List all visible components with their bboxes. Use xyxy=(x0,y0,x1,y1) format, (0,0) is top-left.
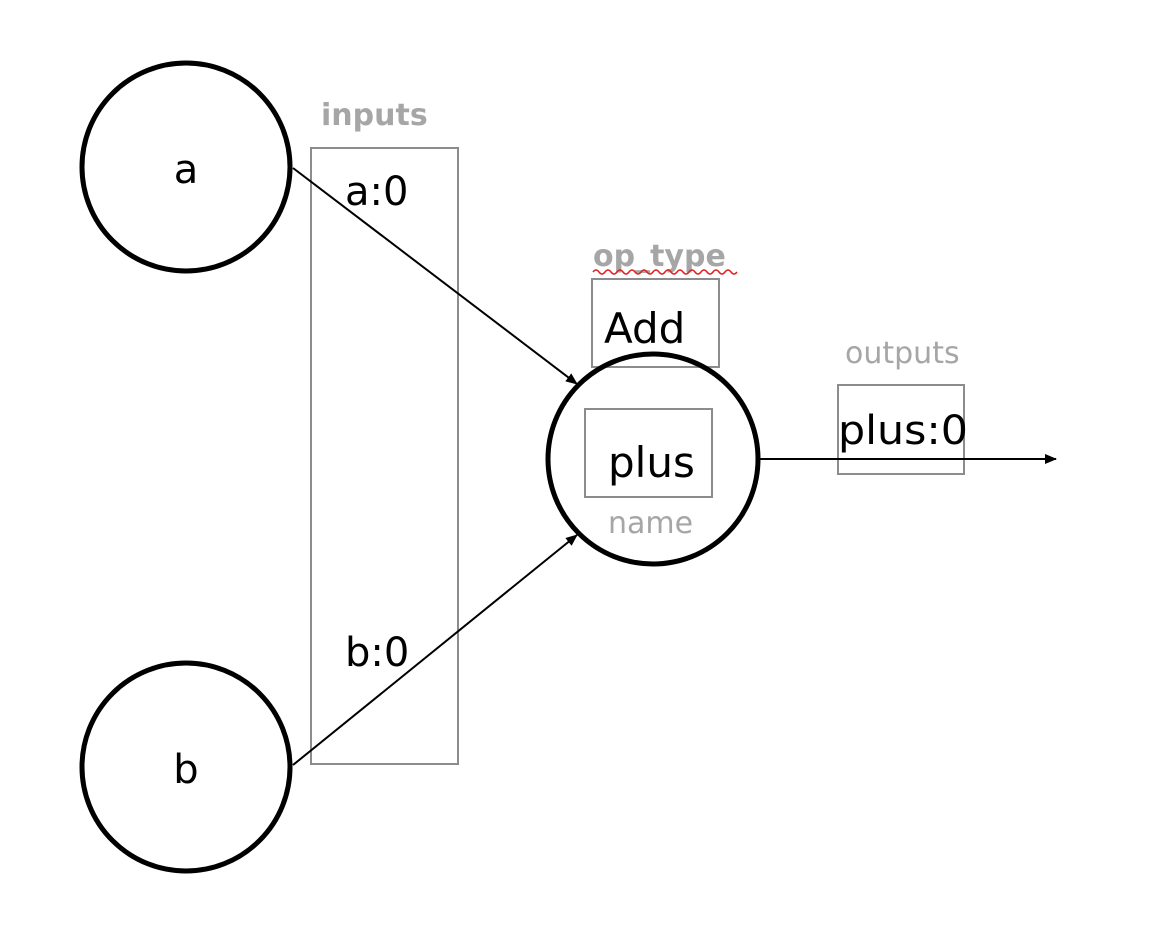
spellcheck-underline xyxy=(592,269,738,275)
node-a[interactable] xyxy=(79,60,293,274)
input-port-a: a:0 xyxy=(345,169,408,215)
outputs-box xyxy=(837,384,965,475)
node-b[interactable] xyxy=(79,660,293,874)
input-port-b: b:0 xyxy=(345,630,409,676)
op-type-value: Add xyxy=(604,304,685,353)
outputs-label: outputs xyxy=(845,336,960,371)
node-a-label: a xyxy=(174,147,199,193)
name-label: name xyxy=(608,506,693,541)
name-box xyxy=(584,408,713,498)
edge-b-to-plus xyxy=(292,534,578,766)
node-b-label: b xyxy=(173,747,198,793)
op-type-box xyxy=(591,278,720,368)
output-port-plus: plus:0 xyxy=(838,408,968,454)
edge-a-to-plus xyxy=(292,167,578,385)
inputs-label: inputs xyxy=(321,98,428,133)
node-plus-label: plus xyxy=(608,438,695,487)
node-plus[interactable] xyxy=(545,351,761,567)
op-type-label: op_type xyxy=(593,239,726,274)
inputs-box xyxy=(310,147,459,765)
